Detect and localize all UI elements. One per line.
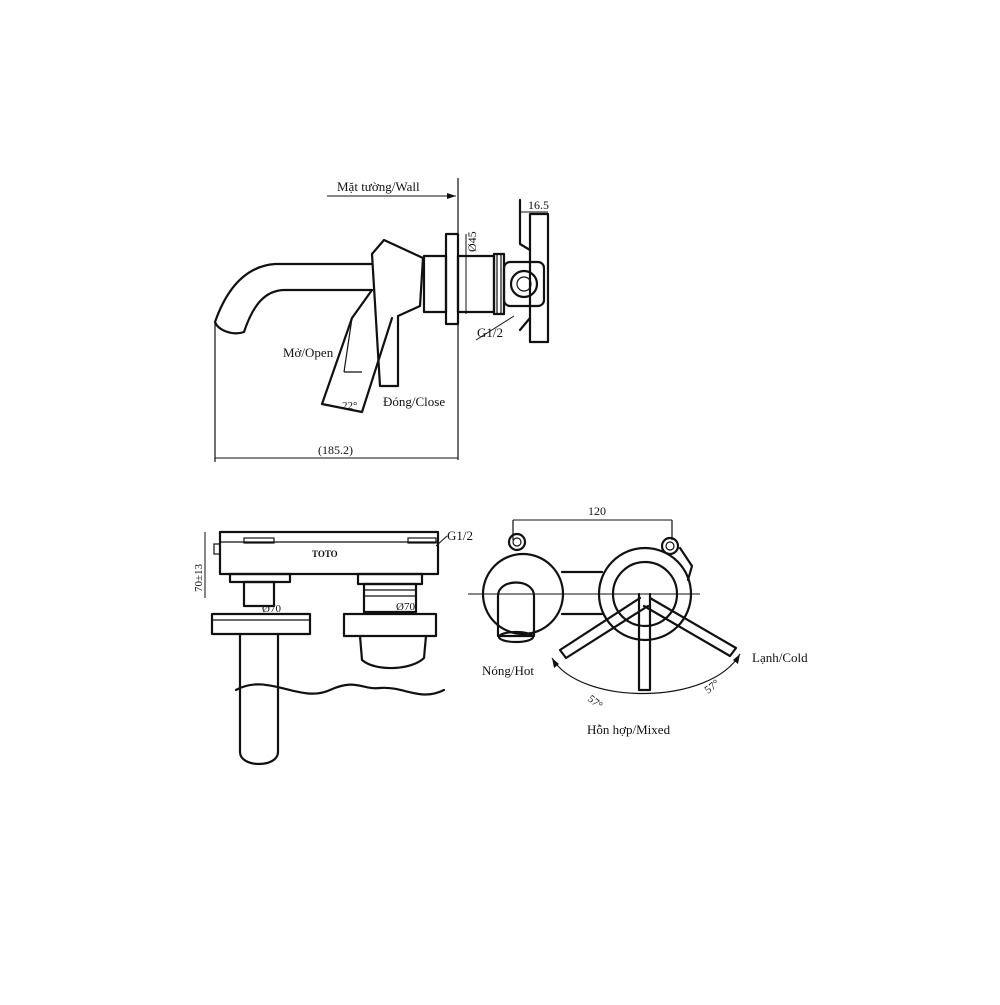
plate-left-dia: Ø70 <box>262 603 281 615</box>
escutcheon <box>422 254 448 314</box>
angle-left: 57° <box>585 693 605 712</box>
dim-70-13: 70±13 <box>193 563 205 592</box>
open-label: Mở/Open <box>283 345 334 360</box>
spout-section <box>238 632 280 765</box>
nut <box>492 252 506 316</box>
lever-cold <box>642 596 738 658</box>
thread-leader <box>475 315 515 341</box>
wall-arrow <box>447 193 456 199</box>
angle-22: 22° <box>342 400 357 412</box>
thread-label-top: G1/2 <box>477 325 503 340</box>
pipe <box>456 254 496 314</box>
cold-label: Lạnh/Cold <box>752 650 808 665</box>
dim-16-5: 16.5 <box>528 198 549 212</box>
wall-break-line <box>234 683 446 696</box>
side-view: Mặt tường/Wall 16.5 Ø45 G1/2 Mở/Open 22°… <box>213 178 550 462</box>
cartridge <box>362 582 418 614</box>
lever-hot <box>558 596 650 660</box>
wall-label: Mặt tường/Wall <box>337 179 420 194</box>
flange <box>444 232 460 326</box>
close-label: Đóng/Close <box>383 394 445 409</box>
mounting-bracket <box>518 198 532 332</box>
valve-port <box>509 269 539 299</box>
valve-port-inner <box>516 276 532 292</box>
hot-label: Nóng/Hot <box>482 663 534 678</box>
valve-body <box>502 260 546 308</box>
rotation-arc <box>551 653 741 695</box>
plate-left <box>210 612 312 636</box>
screw-right <box>660 536 680 556</box>
dim-120: 120 <box>588 504 606 518</box>
front-view: 120 Nóng/Hot Lạnh/Cold 57° 57° Hỗn hợp/M… <box>468 504 808 737</box>
body-bottom <box>358 634 428 670</box>
lever-mixed <box>637 592 652 692</box>
plate-right <box>342 612 438 638</box>
screw-left <box>507 532 527 552</box>
section-view: TOTO G1/2 70±13 Ø70 Ø70 <box>193 528 473 765</box>
lever-close-line <box>343 317 353 373</box>
dim-d45: Ø45 <box>465 231 479 252</box>
angle-right: 57° <box>702 677 722 696</box>
lever-open <box>320 288 394 414</box>
mixed-label: Hỗn hợp/Mixed <box>587 722 671 737</box>
brand-mark: TOTO <box>312 549 338 559</box>
handle-body <box>370 238 425 388</box>
mounting-plate <box>528 212 550 344</box>
dim-185-2: (185.2) <box>318 443 353 457</box>
spout <box>213 262 374 335</box>
thread-label-bottom: G1/2 <box>447 528 473 543</box>
stem-left <box>242 580 276 608</box>
plate-right-dia: Ø70 <box>396 601 415 613</box>
thread-leader-2 <box>435 535 448 547</box>
